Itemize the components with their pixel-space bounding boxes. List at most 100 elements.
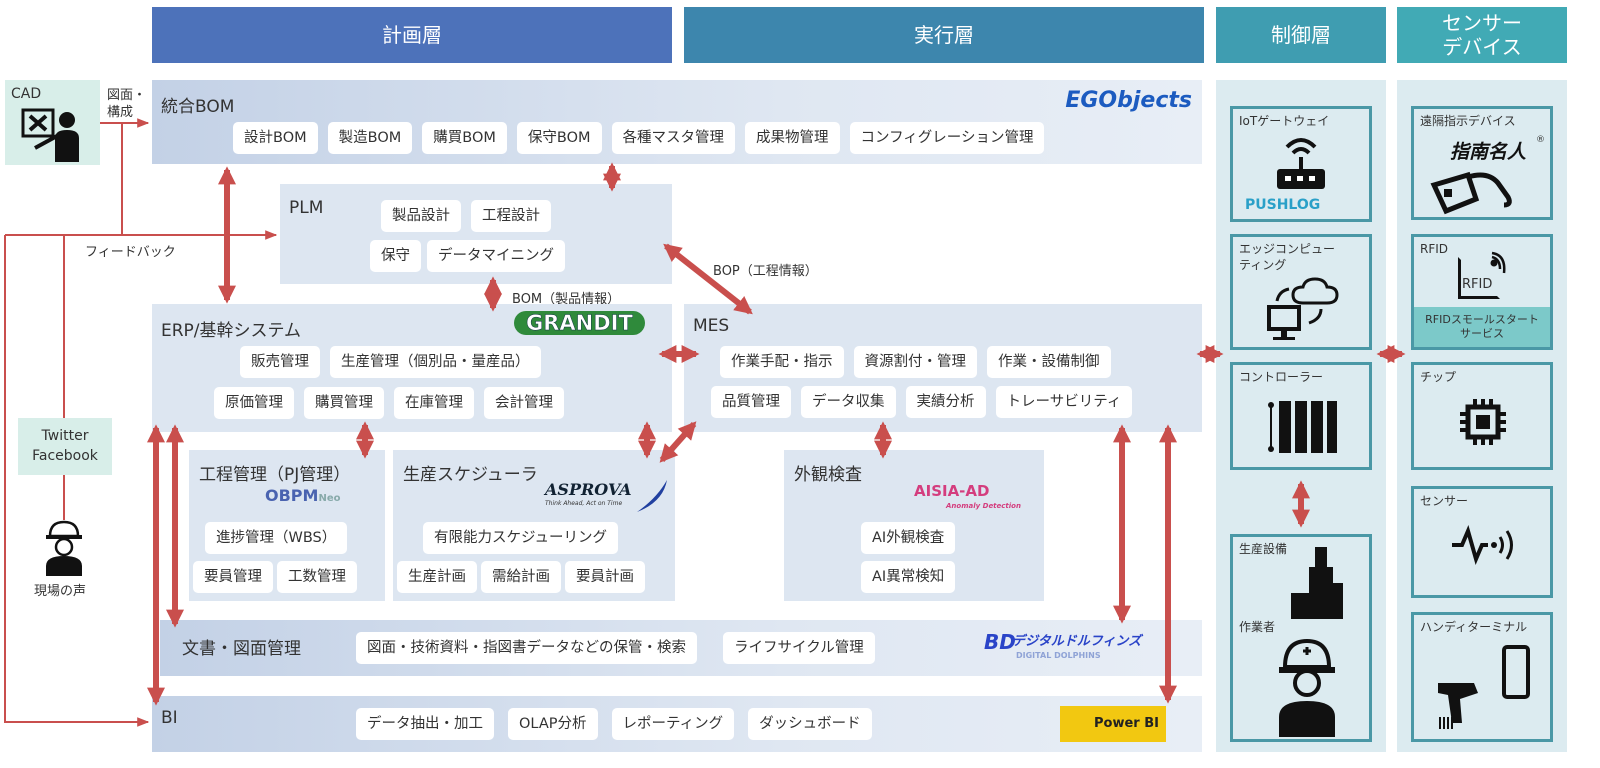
bom-link-label: BOM（製品情報） xyxy=(512,292,621,307)
bom-title: 統合BOM xyxy=(161,97,235,117)
cad-label: CAD xyxy=(11,86,42,102)
production-scheduler-box: 生産スケジューラ ASPROVA Think Ahead, Act on Tim… xyxy=(393,450,675,601)
social-media-box: Twitter Facebook xyxy=(18,418,112,475)
controller-rack-icon xyxy=(1268,401,1337,453)
pushlog-logo: PUSHLOG xyxy=(1245,197,1321,213)
voice-label: 現場の声 xyxy=(34,584,87,599)
bi-item: レポーティング xyxy=(611,708,735,740)
edge-computing-cell: エッジコンピュー ティング xyxy=(1230,234,1372,350)
rfid-tag-icon xyxy=(1458,257,1500,299)
bom-item: 各種マスタ管理 xyxy=(611,122,735,154)
plm-title: PLM xyxy=(289,198,324,218)
bom-item: 購買BOM xyxy=(422,122,507,154)
smart-glasses-icon xyxy=(1430,171,1512,215)
router-icon xyxy=(1277,138,1325,189)
bi-item: ダッシュボード xyxy=(748,708,872,740)
scheduler-item: 要員計画 xyxy=(565,561,645,593)
scheduler-item: 需給計画 xyxy=(481,561,561,593)
bi-box: BI データ抽出・加工 OLAP分析 レポーティング ダッシュボード Power… xyxy=(152,696,1202,752)
erp-item: 在庫管理 xyxy=(394,387,474,419)
edge-cloud-computer-icon xyxy=(1267,277,1339,340)
digital-dolphins-logo: デジタルドルフィンズ xyxy=(1012,634,1142,649)
mes-item: 実績分析 xyxy=(905,386,986,418)
worker-helmet-icon xyxy=(1279,638,1335,737)
bi-title: BI xyxy=(161,708,178,728)
rfid-cell: RFID RFID RFIDスモールスタート サービス xyxy=(1411,234,1553,350)
bom-item: 製造BOM xyxy=(327,122,413,154)
scheduler-item: 有限能力スケジューリング xyxy=(423,522,618,554)
erp-title: ERP/基幹システム xyxy=(161,321,302,341)
scheduler-item: 生産計画 xyxy=(397,561,477,593)
visual-inspection-box: 外観検査 AISIA-AD Anomaly Detection AI外観検査 A… xyxy=(784,450,1044,601)
docs-item: ライフサイクル管理 xyxy=(723,632,875,664)
aisia-logo-sub: Anomaly Detection xyxy=(946,502,1021,510)
handy-scanner-icon xyxy=(1438,645,1530,729)
rfid-service-banner: RFIDスモールスタート サービス xyxy=(1414,307,1550,347)
chip-label: チップ xyxy=(1420,370,1457,384)
registered-mark: ® xyxy=(1536,135,1545,145)
header-plan-layer: 計画層 xyxy=(152,7,672,63)
obpm-logo: OBPMNeo xyxy=(265,486,340,505)
asprova-swoosh-icon xyxy=(637,480,667,512)
worker-icon xyxy=(46,520,82,576)
mes-item: 作業・設備制御 xyxy=(987,346,1111,378)
inspection-item: AI異常検知 xyxy=(861,561,956,593)
plm-item: 製品設計 xyxy=(381,200,461,232)
mes-box: MES 作業手配・指示 資源割付・管理 作業・設備制御 品質管理 データ収集 実… xyxy=(684,304,1202,432)
bop-link-label: BOP（工程情報） xyxy=(713,264,818,279)
docs-item: 図面・技術資料・指図書データなどの保管・検索 xyxy=(356,632,697,664)
equipment-label: 生産設備 xyxy=(1239,542,1288,556)
bom-item: 保守BOM xyxy=(516,122,602,154)
cad-designer-icon xyxy=(21,108,79,162)
docs-title: 文書・図面管理 xyxy=(182,639,301,659)
erp-item: 会計管理 xyxy=(484,387,564,419)
handy-terminal-cell: ハンディターミナル xyxy=(1411,612,1553,742)
erp-item: 原価管理 xyxy=(214,387,294,419)
erp-item: 販売管理 xyxy=(240,346,320,378)
digital-dolphins-mark: BD xyxy=(984,630,1016,654)
cad-arrow-label: 図面・ 構成 xyxy=(107,88,147,120)
edge-computing-label: エッジコンピュー ティング xyxy=(1239,242,1336,272)
mes-item: 資源割付・管理 xyxy=(853,346,977,378)
bi-item: OLAP分析 xyxy=(508,708,598,740)
mes-title: MES xyxy=(693,316,730,336)
equipment-worker-cell: 生産設備 作業者 xyxy=(1230,534,1372,742)
sensor-label: センサー xyxy=(1420,494,1469,508)
power-bi-logo: Power BI xyxy=(1060,706,1166,742)
erp-item: 購買管理 xyxy=(304,387,384,419)
erp-item: 生産管理（個別品・量産品） xyxy=(330,346,541,378)
mes-item: データ収集 xyxy=(801,386,896,418)
inspection-item: AI外観検査 xyxy=(861,522,956,554)
chip-icon xyxy=(1460,399,1506,445)
remote-device-label: 遠隔指示デバイス xyxy=(1420,114,1516,128)
handy-terminal-label: ハンディターミナル xyxy=(1420,620,1528,634)
plm-item: 工程設計 xyxy=(471,200,551,232)
rfid-tag-text: RFID xyxy=(1462,277,1493,292)
controller-cell: コントローラー xyxy=(1230,362,1372,470)
pj-item: 進捗管理（WBS） xyxy=(205,522,348,554)
sensor-signal-icon xyxy=(1452,525,1513,565)
iot-gateway-label: IoTゲートウェイ xyxy=(1239,114,1330,128)
egobjects-logo: EGObjects xyxy=(1065,88,1192,113)
factory-equipment-icon xyxy=(1291,547,1343,619)
scheduler-title: 生産スケジューラ xyxy=(403,465,538,485)
pj-title: 工程管理（PJ管理） xyxy=(199,465,351,485)
inspection-title: 外観検査 xyxy=(794,465,862,485)
remote-instruction-device-cell: 遠隔指示デバイス 指南名人 ® xyxy=(1411,106,1553,220)
controller-label: コントローラー xyxy=(1239,370,1324,384)
iot-gateway-cell: IoTゲートウェイ PUSHLOG xyxy=(1230,106,1372,222)
grandit-logo: GRANDIT xyxy=(514,311,645,335)
mes-item: トレーサビリティ xyxy=(995,386,1133,418)
pj-item: 要員管理 xyxy=(193,561,273,593)
bom-item: コンフィグレーション管理 xyxy=(849,122,1045,154)
feedback-label: フィードバック xyxy=(85,245,176,260)
bom-item: 設計BOM xyxy=(233,122,318,154)
digital-dolphins-sub: DIGITAL DOLPHINS xyxy=(1016,651,1101,660)
pj-item: 工数管理 xyxy=(277,561,357,593)
mes-item: 品質管理 xyxy=(711,386,791,418)
bi-item: データ抽出・加工 xyxy=(356,708,494,740)
asprova-logo: ASPROVA xyxy=(545,480,632,499)
erp-box: ERP/基幹システム GRANDIT 販売管理 生産管理（個別品・量産品） 原価… xyxy=(152,304,672,432)
plm-item: データマイニング xyxy=(427,240,565,272)
header-sensor-layer: センサー デバイス xyxy=(1397,7,1567,63)
